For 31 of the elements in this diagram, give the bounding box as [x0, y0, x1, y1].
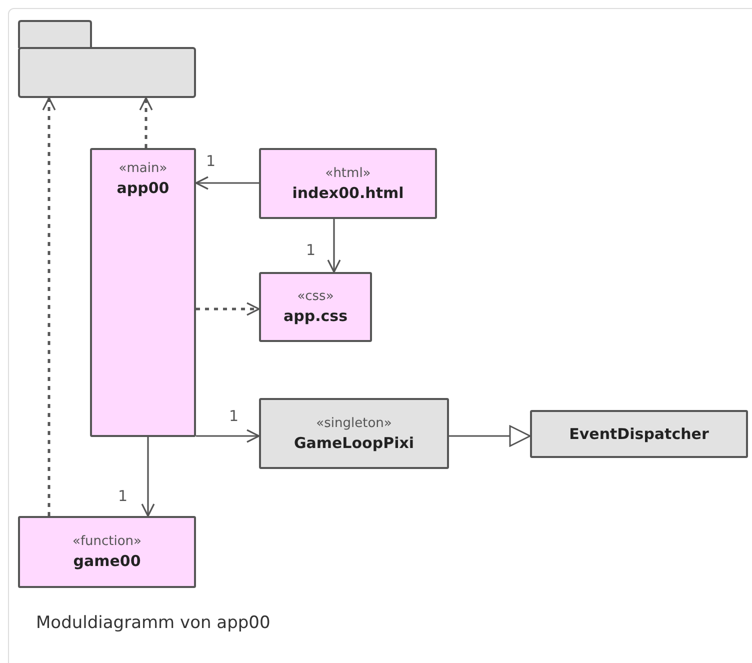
stereotype-label: «singleton» [316, 414, 392, 432]
stereotype-label: «css» [297, 288, 334, 306]
association-arrow [327, 219, 341, 273]
multiplicity-label: 1 [229, 408, 239, 424]
class-box [259, 398, 449, 469]
module-name: GameLoopPixi [294, 432, 414, 452]
module-name: EventDispatcher [569, 424, 709, 444]
association-arrow [141, 437, 155, 517]
module-box [259, 148, 437, 219]
package-folder [18, 20, 196, 98]
dependency-arrow [196, 302, 260, 316]
module-box [259, 272, 372, 342]
stereotype-label: «main» [118, 160, 168, 178]
stereotype-label: «function» [72, 533, 142, 551]
multiplicity-label: 1 [206, 153, 216, 169]
module-name: game00 [73, 551, 141, 571]
inheritance-arrow [449, 425, 531, 447]
module-name: index00.html [292, 182, 404, 202]
dependency-arrow [139, 97, 153, 148]
association-arrow [196, 429, 260, 443]
module-box [90, 148, 196, 437]
module-box [18, 516, 196, 588]
multiplicity-label: 1 [306, 242, 316, 258]
association-arrow [195, 176, 259, 190]
module-name: app.css [283, 306, 348, 326]
class-box [530, 410, 748, 458]
multiplicity-label: 1 [118, 488, 128, 504]
stereotype-label: «html» [325, 164, 371, 182]
module-name: app00 [116, 178, 170, 198]
caption: Moduldiagramm von app00 [36, 613, 270, 633]
dependency-arrow [42, 97, 56, 516]
